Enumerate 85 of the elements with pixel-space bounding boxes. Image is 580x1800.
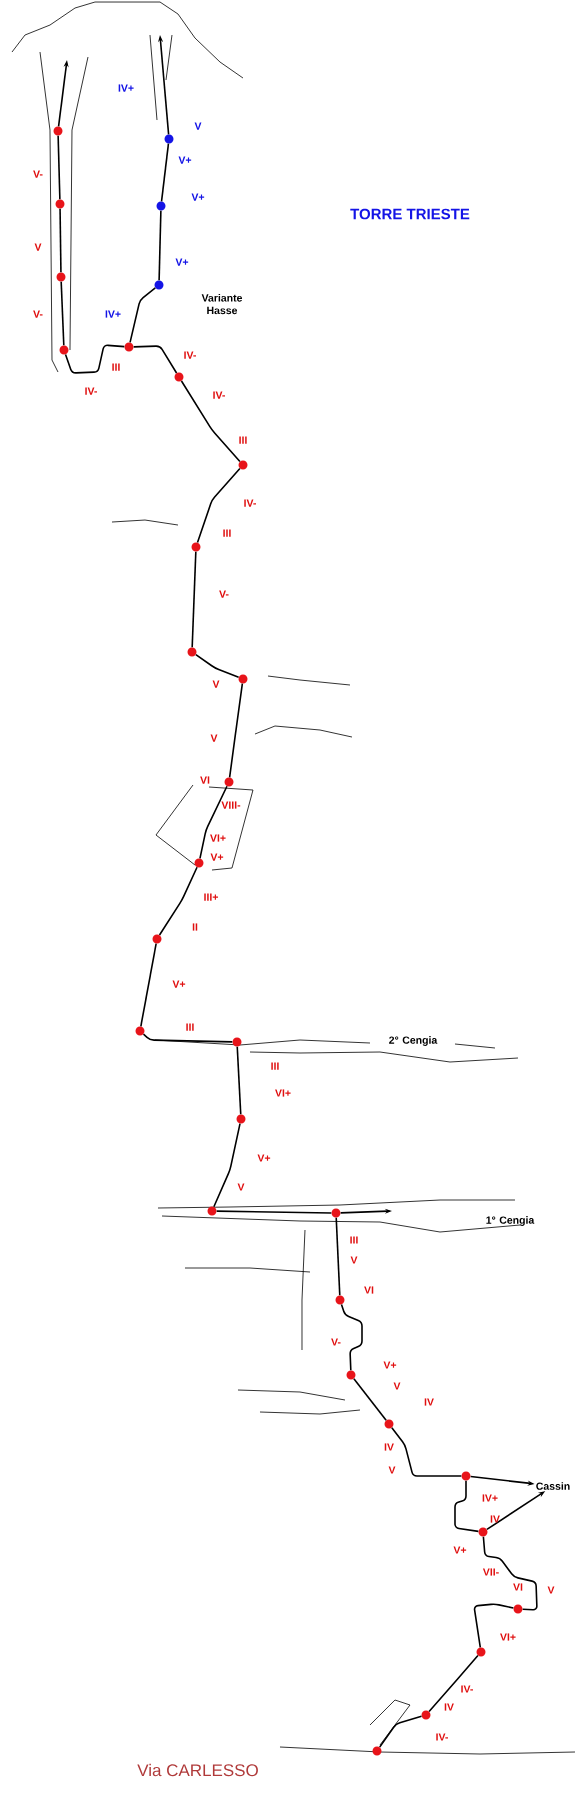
route-line	[57, 134, 61, 201]
grade-label: III	[239, 436, 247, 444]
grade-label: V+	[172, 980, 186, 988]
grade-label: V+	[178, 156, 192, 164]
place-label: 1° Cengia	[486, 1216, 535, 1226]
grade-label: V+	[453, 1546, 467, 1554]
grade-label: VII-	[482, 1568, 499, 1576]
route-line	[213, 1122, 241, 1208]
grade-label: V	[194, 122, 202, 130]
grade-label: V	[350, 1256, 358, 1264]
grade-label: III	[186, 1023, 194, 1031]
grade-label: III	[223, 529, 231, 537]
grade-label: IV-	[436, 1733, 448, 1741]
route-line	[142, 1033, 234, 1043]
route-line	[335, 1216, 341, 1297]
route-line	[59, 207, 62, 274]
grade-label: VI+	[500, 1633, 516, 1641]
grade-label: III	[112, 363, 120, 371]
grade-label: V-	[33, 170, 43, 178]
grade-label: IV	[490, 1515, 500, 1523]
grade-label: V	[210, 734, 218, 742]
grade-label: V+	[210, 853, 224, 861]
grade-label: IV	[444, 1703, 454, 1711]
grade-label: VI+	[275, 1089, 291, 1097]
grade-label: V+	[257, 1154, 271, 1162]
grade-label: V	[393, 1382, 401, 1390]
route-line	[391, 1426, 463, 1477]
route-line	[215, 1210, 333, 1214]
grade-label: VI	[200, 776, 210, 784]
grade-label: VI+	[210, 834, 226, 842]
route-line	[158, 209, 162, 282]
route-line	[353, 1377, 387, 1422]
grade-label: IV	[424, 1398, 434, 1406]
grade-label: V	[212, 680, 220, 688]
grade-label: V	[237, 1183, 245, 1191]
grade-label: VI	[513, 1583, 523, 1591]
route-line	[236, 1045, 242, 1116]
grade-label: III	[271, 1062, 279, 1070]
grade-label: III	[350, 1236, 358, 1244]
grade-label: V	[388, 1466, 396, 1474]
route-line	[428, 1654, 479, 1713]
grade-label: VIII-	[221, 801, 241, 809]
grade-label: IV+	[482, 1494, 498, 1502]
grade-label: V	[34, 243, 42, 251]
route-line	[191, 550, 197, 649]
grade-label: IV-	[184, 351, 196, 359]
grade-label: V+	[175, 258, 189, 266]
route-line	[180, 380, 241, 463]
place-label: Variante Hasse	[201, 293, 243, 315]
route-line	[199, 785, 228, 860]
grade-label: V-	[33, 310, 43, 318]
route-line	[129, 287, 157, 344]
grade-label: V-	[219, 590, 229, 598]
grade-label: II	[192, 923, 198, 931]
route-line	[378, 1715, 423, 1748]
route-line	[228, 682, 244, 779]
grade-label: III+	[204, 893, 218, 901]
grade-label: IV+	[118, 84, 134, 92]
grade-label: VI	[364, 1286, 374, 1294]
route-line	[64, 344, 126, 374]
grade-label: IV-	[244, 499, 256, 507]
route-line	[140, 942, 157, 1028]
title: TORRE TRIESTE	[350, 208, 470, 220]
route-line	[340, 1303, 363, 1372]
route-line	[195, 653, 240, 679]
route-line	[473, 1603, 515, 1649]
grade-label: V+	[191, 193, 205, 201]
route-line	[132, 345, 178, 374]
route-line	[482, 1535, 538, 1611]
grade-label: IV+	[105, 310, 121, 318]
grade-label: IV-	[85, 387, 97, 395]
route-line	[454, 1479, 480, 1533]
place-label: 2° Cengia	[389, 1036, 438, 1046]
grade-label: V	[547, 1586, 555, 1594]
grade-label: V-	[331, 1338, 341, 1346]
route-line	[158, 866, 198, 936]
grade-label: IV-	[213, 391, 225, 399]
grade-label: V+	[383, 1361, 397, 1369]
route-line	[196, 467, 241, 544]
grade-label: IV-	[461, 1685, 473, 1693]
place-label: Cassin	[536, 1482, 570, 1490]
route-line	[160, 142, 170, 203]
grade-label: IV	[384, 1443, 394, 1451]
caption: Via CARLESSO	[137, 1763, 258, 1777]
route-line	[60, 280, 65, 347]
